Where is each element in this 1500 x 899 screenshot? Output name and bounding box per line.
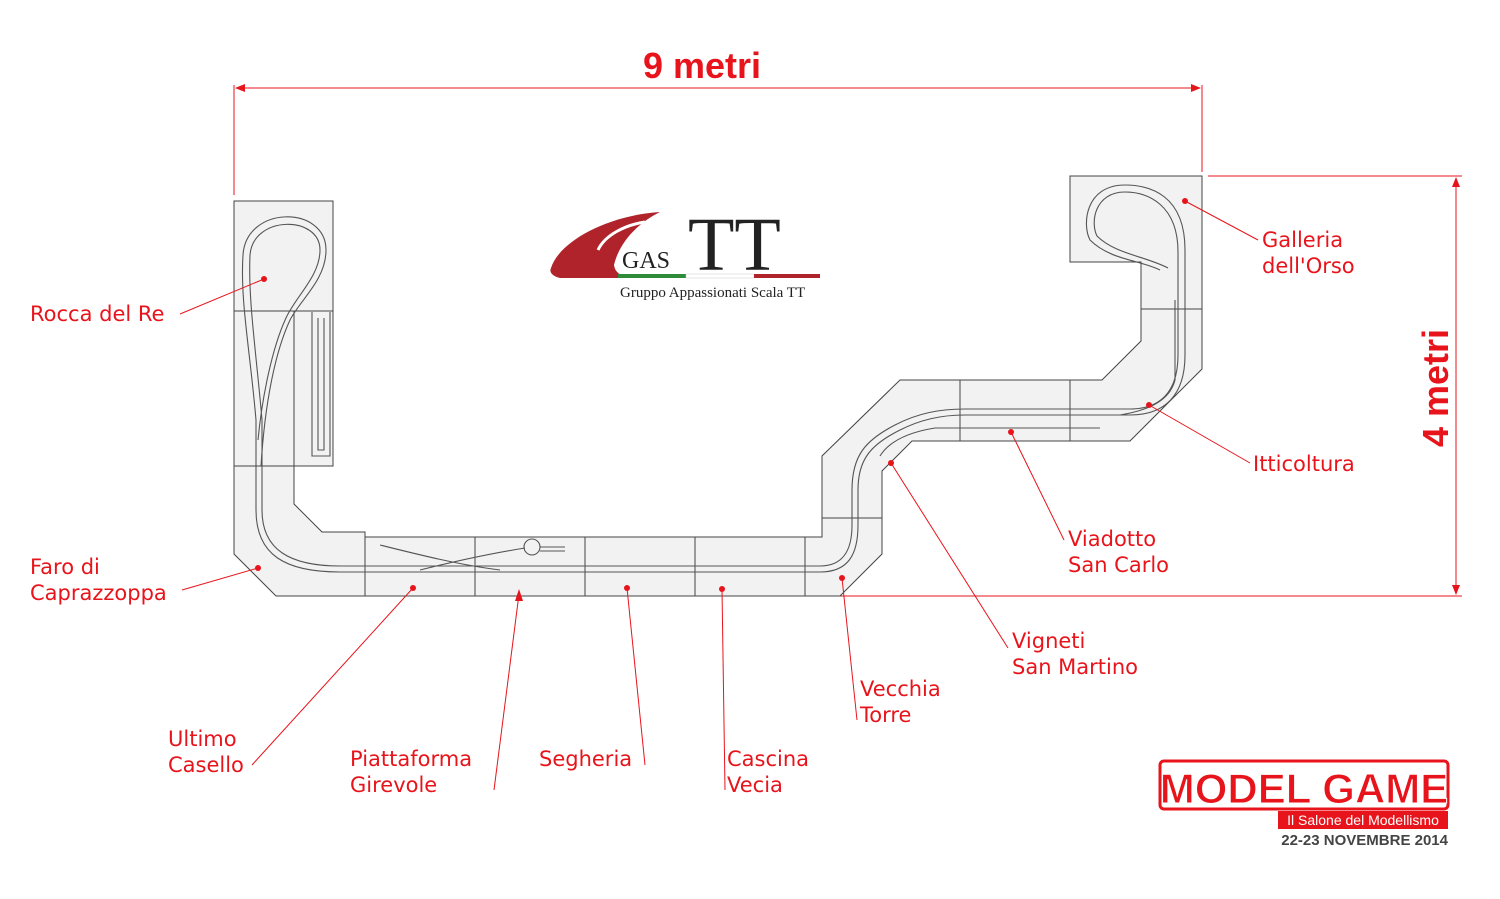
label-segheria: Segheria <box>539 747 632 771</box>
label-vecchia-1: Vecchia <box>860 677 941 701</box>
model-game-tagline: Il Salone del Modellismo <box>1287 812 1439 828</box>
logo-tt: TT <box>688 203 781 287</box>
marker-segheria <box>624 585 630 591</box>
label-viadotto-1: Viadotto <box>1068 527 1156 551</box>
marker-vecchia <box>839 575 845 581</box>
width-label: 9 metri <box>643 45 761 86</box>
track-inner-b <box>1119 300 1176 416</box>
height-dimension: 4 metri <box>808 175 1462 597</box>
logo-subtitle: Gruppo Appassionati Scala TT <box>620 285 805 301</box>
module-corner-itticoltura <box>1069 308 1203 442</box>
marker-itticoltura <box>1146 402 1152 408</box>
label-faro-2: Caprazzoppa <box>30 581 167 605</box>
marker-faro <box>255 565 261 571</box>
label-vigneti-2: San Martino <box>1012 655 1138 679</box>
logo-flag-red <box>754 274 820 278</box>
logo-swoosh-highlight <box>596 220 646 251</box>
marker-viadotto <box>1008 429 1014 435</box>
width-dimension: 9 metri <box>233 45 1203 195</box>
label-galleria-2: dell'Orso <box>1262 254 1355 278</box>
gas-tt-logo: GAS TT Gruppo Appassionati Scala TT <box>550 203 820 301</box>
location-labels: Rocca del Re Faro di Caprazzoppa Ultimo … <box>30 198 1355 797</box>
track-rocca-loop-b <box>249 223 321 466</box>
label-ultimo-1: Ultimo <box>168 727 237 751</box>
label-rocca: Rocca del Re <box>30 302 164 326</box>
label-itticoltura: Itticoltura <box>1253 452 1355 476</box>
logo-swoosh <box>550 212 660 278</box>
label-galleria-1: Galleria <box>1262 228 1343 252</box>
marker-piattaforma <box>515 589 523 601</box>
track-rocca-loop-a <box>241 216 327 467</box>
label-vecchia-2: Torre <box>859 703 911 727</box>
track-lines <box>241 184 1186 573</box>
model-game-dates: 22-23 NOVEMBRE 2014 <box>1281 832 1448 849</box>
label-cascina-1: Cascina <box>727 747 809 771</box>
marker-ultimo <box>410 585 416 591</box>
label-piattaforma-1: Piattaforma <box>350 747 472 771</box>
track-turntable-spur <box>540 546 565 552</box>
label-piattaforma-2: Girevole <box>350 773 437 797</box>
track-casello-sidings <box>379 544 526 571</box>
logo-gas: GAS <box>622 248 670 274</box>
marker-galleria <box>1182 198 1188 204</box>
module-corner-vigneti <box>821 379 961 519</box>
label-faro-1: Faro di <box>30 555 100 579</box>
marker-rocca <box>261 276 267 282</box>
label-cascina-2: Vecia <box>727 773 783 797</box>
module-corner-faro <box>233 465 366 597</box>
track-siding-b <box>317 318 325 451</box>
model-game-logo: MODEL GAME Il Salone del Modellismo 22-2… <box>1158 759 1450 849</box>
model-game-frame <box>1158 759 1450 811</box>
marker-vigneti <box>888 460 894 466</box>
logo-flag-green <box>618 274 686 278</box>
model-game-tagline-bar <box>1278 811 1448 829</box>
label-viadotto-2: San Carlo <box>1068 553 1169 577</box>
track-inner-a <box>879 427 1100 457</box>
marker-cascina <box>719 586 725 592</box>
label-vigneti-1: Vigneti <box>1012 629 1085 653</box>
track-main-b <box>261 191 1179 567</box>
module-left-column <box>233 310 295 467</box>
track-main-a <box>255 184 1186 573</box>
height-label: 4 metri <box>1415 329 1456 447</box>
track-siding-a <box>311 312 331 457</box>
module-galleria-loop <box>1069 175 1203 310</box>
label-ultimo-2: Casello <box>168 753 244 777</box>
model-game-title: MODEL GAME <box>1160 765 1449 812</box>
module-viadotto <box>959 379 1071 442</box>
module-siding <box>293 310 334 467</box>
logo-flag-white <box>685 273 755 279</box>
